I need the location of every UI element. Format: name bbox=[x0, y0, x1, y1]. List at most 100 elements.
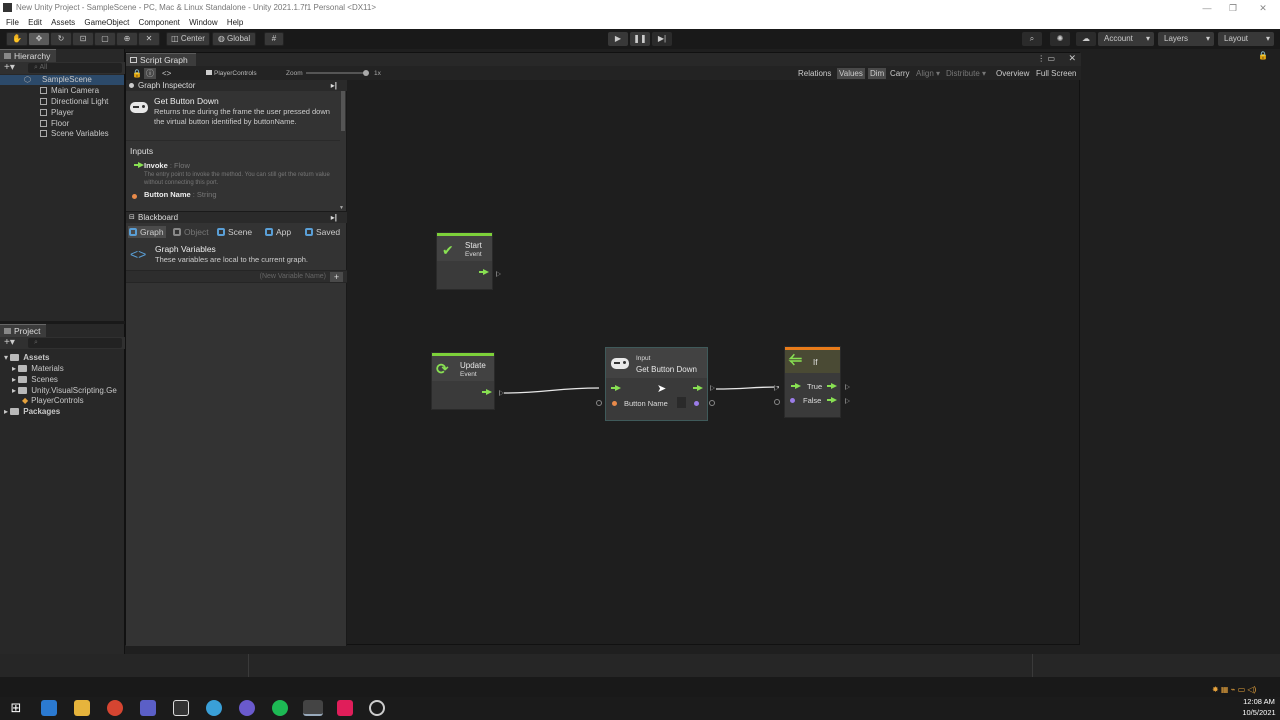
flow-output-handle[interactable] bbox=[499, 390, 504, 396]
start-event-node[interactable]: ✔ Start Event bbox=[436, 232, 493, 290]
carry-button[interactable]: Carry bbox=[890, 69, 910, 78]
dock-icon[interactable]: ▸| bbox=[330, 213, 337, 222]
menu-window[interactable]: Window bbox=[189, 18, 218, 27]
flow-output-port[interactable] bbox=[482, 389, 492, 395]
update-event-node[interactable]: ⟳ Update Event bbox=[431, 352, 495, 410]
chrome-icon[interactable] bbox=[107, 700, 123, 716]
bool-output-port[interactable] bbox=[694, 401, 699, 406]
project-folder[interactable]: ▸ Unity.VisualScripting.Ge bbox=[12, 386, 117, 395]
maximize-icon[interactable]: ❐ bbox=[1228, 3, 1238, 13]
hierarchy-scene-row[interactable]: ⬡ SampleScene bbox=[0, 75, 124, 85]
move-tool-icon[interactable]: ✥ bbox=[28, 32, 50, 46]
dim-button[interactable]: Dim bbox=[868, 68, 887, 79]
windows-start-icon[interactable]: ⊞ bbox=[10, 700, 22, 715]
step-button[interactable]: ▶| bbox=[652, 32, 672, 46]
scale-tool-icon[interactable]: ⊡ bbox=[72, 32, 94, 46]
lock-icon[interactable]: 🔒 bbox=[1258, 51, 1268, 60]
minimize-icon[interactable]: — bbox=[1202, 3, 1212, 13]
unity-hub-icon[interactable] bbox=[173, 700, 189, 716]
flow-input-port[interactable] bbox=[791, 383, 801, 389]
zoom-slider-handle[interactable] bbox=[363, 70, 369, 76]
pivot-global-button[interactable]: ◍ Global bbox=[212, 32, 256, 46]
false-output-handle[interactable] bbox=[845, 398, 850, 404]
project-search-input[interactable]: ⌕ bbox=[28, 338, 122, 348]
hierarchy-item[interactable]: Scene Variables bbox=[40, 129, 109, 139]
inspector-scrollbar[interactable] bbox=[341, 91, 345, 131]
true-output-handle[interactable] bbox=[845, 384, 850, 390]
blackboard-tab-object[interactable]: Object bbox=[172, 226, 209, 238]
hierarchy-item[interactable]: Floor bbox=[40, 119, 69, 129]
blackboard-tab-scene[interactable]: Scene bbox=[216, 226, 252, 238]
assets-folder[interactable]: ▾ Assets bbox=[4, 353, 50, 362]
discord-icon[interactable] bbox=[239, 700, 255, 716]
hierarchy-item[interactable]: Player bbox=[40, 108, 74, 118]
new-variable-input[interactable]: (New Variable Name) bbox=[130, 272, 326, 282]
inspector-toggle-icon[interactable]: ⓘ bbox=[144, 68, 156, 79]
button-name-field[interactable] bbox=[677, 397, 686, 408]
close-window-icon[interactable]: ✕ bbox=[1068, 53, 1076, 63]
if-node[interactable]: ⥢ If True False bbox=[784, 346, 841, 418]
teams-icon[interactable] bbox=[140, 700, 156, 716]
project-file[interactable]: ◆PlayerControls bbox=[22, 396, 84, 406]
menu-assets[interactable]: Assets bbox=[51, 18, 76, 27]
flow-output-port[interactable] bbox=[693, 385, 703, 391]
true-output-port[interactable] bbox=[827, 383, 837, 389]
pause-button[interactable]: ❚❚ bbox=[630, 32, 650, 46]
layers-dropdown[interactable]: Layers bbox=[1158, 32, 1214, 46]
hierarchy-item[interactable]: Directional Light bbox=[40, 97, 108, 107]
full-screen-button[interactable]: Full Screen bbox=[1036, 69, 1077, 78]
value-output-handle[interactable] bbox=[709, 400, 715, 406]
project-folder[interactable]: ▸ Materials bbox=[12, 364, 64, 373]
collab-icon[interactable]: ✺ bbox=[1050, 32, 1070, 46]
lightbulb-app-icon[interactable] bbox=[206, 700, 222, 716]
bool-input-port[interactable] bbox=[790, 398, 795, 403]
custom-tool-icon[interactable]: ✕ bbox=[138, 32, 160, 46]
flow-input-port[interactable] bbox=[611, 385, 621, 391]
layout-dropdown[interactable]: Layout bbox=[1218, 32, 1274, 46]
spotify-icon[interactable] bbox=[272, 700, 288, 716]
value-input-handle[interactable] bbox=[774, 399, 780, 405]
false-output-port[interactable] bbox=[827, 397, 837, 403]
blackboard-tab-saved[interactable]: Saved bbox=[304, 226, 340, 238]
blackboard-tab-app[interactable]: App bbox=[264, 226, 291, 238]
play-button[interactable]: ▶ bbox=[608, 32, 628, 46]
flow-output-handle[interactable] bbox=[710, 385, 715, 391]
values-button[interactable]: Values bbox=[837, 68, 865, 79]
cloud-icon[interactable]: ☁ bbox=[1076, 32, 1096, 46]
align-dropdown[interactable]: Align ▾ bbox=[916, 69, 941, 78]
flow-input-handle[interactable] bbox=[774, 385, 779, 391]
dock-icon[interactable]: ▸| bbox=[330, 81, 337, 90]
overview-button[interactable]: Overview bbox=[996, 69, 1030, 78]
distribute-dropdown[interactable]: Distribute ▾ bbox=[946, 69, 987, 78]
hierarchy-tab[interactable]: Hierarchy bbox=[0, 49, 57, 62]
rotate-tool-icon[interactable]: ↻ bbox=[50, 32, 72, 46]
menu-gameobject[interactable]: GameObject bbox=[84, 18, 130, 27]
obs-icon[interactable] bbox=[369, 700, 385, 716]
lock-icon[interactable]: 🔒 bbox=[132, 69, 142, 78]
tray-icons[interactable]: ✸ ▦ ⌁ ▭ ◁) bbox=[1212, 685, 1257, 694]
add-variable-button[interactable]: + bbox=[330, 272, 343, 282]
flow-output-port[interactable] bbox=[479, 269, 489, 275]
search-icon[interactable]: ⌕ bbox=[1022, 32, 1042, 46]
kebab-menu-icon[interactable]: ⋮ ▭ bbox=[1037, 54, 1055, 63]
system-clock[interactable]: 12:08 AM 10/5/2021 bbox=[1240, 696, 1278, 718]
blackboard-tab-graph[interactable]: Graph bbox=[128, 226, 166, 238]
menu-help[interactable]: Help bbox=[226, 18, 244, 27]
menu-file[interactable]: File bbox=[6, 18, 19, 27]
string-port-icon[interactable] bbox=[612, 401, 617, 406]
menu-component[interactable]: Component bbox=[138, 18, 180, 27]
embed-toggle-icon[interactable]: <> bbox=[162, 69, 172, 78]
packages-folder[interactable]: ▸ Packages bbox=[4, 407, 61, 416]
flow-output-handle[interactable] bbox=[496, 271, 501, 277]
rect-tool-icon[interactable]: ▢ bbox=[94, 32, 116, 46]
script-graph-tab[interactable]: Script Graph bbox=[126, 53, 196, 66]
account-dropdown[interactable]: Account bbox=[1098, 32, 1154, 46]
hand-tool-icon[interactable]: ✋ bbox=[6, 32, 28, 46]
graph-breadcrumb[interactable]: PlayerControls bbox=[204, 68, 259, 79]
grid-snap-icon[interactable]: # bbox=[264, 32, 284, 46]
vscode-icon[interactable] bbox=[41, 700, 57, 716]
hierarchy-search-input[interactable]: ⌕ All bbox=[28, 63, 122, 73]
project-tab[interactable]: Project bbox=[0, 324, 47, 337]
get-button-down-node[interactable]: Input Get Button Down Button Name bbox=[605, 347, 708, 421]
add-dropdown-icon[interactable]: +▾ bbox=[4, 62, 15, 73]
